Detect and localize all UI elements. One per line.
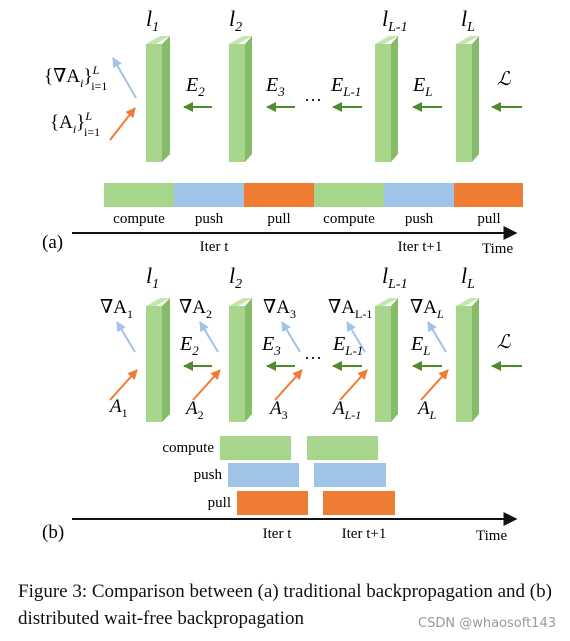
act-arrow-L-1 [339,369,368,401]
iter-label-a-t: Iter t [200,239,230,255]
grad-arrow [112,57,137,99]
act-label-3: A3 [268,398,288,422]
time-label-b: Time [476,528,507,544]
act-arrow-3 [274,369,303,401]
act-label-L: AL [416,398,437,422]
layer-box-L [456,36,479,162]
time-label-a: Time [482,241,513,257]
layer-label-L: lL [461,6,475,35]
layer-label-2-b: l2 [229,263,242,292]
layer-label-1-b: l1 [146,263,159,292]
panel-label-a: (a) [42,232,63,253]
act-arrow-2 [192,369,221,401]
iter-label-b-t: Iter t [263,526,293,542]
grad-label-1: ∇A1 [100,297,133,321]
error-label-3: E3 [265,74,285,99]
ellipsis-b: ··· [304,348,322,368]
layer-box-1 [146,36,170,162]
schedule-pull-1 [237,491,308,515]
act-label-L-1: AL-1 [331,398,361,422]
segment-label-pull-2: pull [477,211,500,227]
loss-label-a: ℒ [497,69,512,90]
ellipsis-a: ··· [304,90,322,110]
layer-box-L-1 [375,36,398,162]
row-label-pull: pull [208,495,231,511]
grad-arrow-1 [116,321,136,353]
schedule-push-1 [228,463,299,487]
layer-label-L-b: lL [461,263,475,292]
timeline-a [104,183,523,207]
segment-push-1 [174,183,244,207]
row-label-push: push [194,467,223,483]
schedule-compute-2 [307,436,378,460]
panel-b: l1 l2 lL-1 lL ∇A1 ∇A2 ∇A3 [42,263,522,544]
segment-label-compute-1: compute [113,211,165,227]
segment-label-compute-2: compute [323,211,375,227]
error-label-2-b: E2 [179,333,199,358]
act-label-1: A1 [108,396,128,420]
segment-pull-2 [454,183,523,207]
grad-arrow-L [427,321,447,353]
layer-box-L-1-b [375,298,398,422]
error-label-L: EL [412,74,432,99]
figure-caption: Figure 3: Comparison between (a) traditi… [18,581,552,629]
panel-label-b: (b) [42,522,64,543]
act-arrow [109,107,136,141]
layer-label-2: l2 [229,6,242,35]
segment-label-push-1: push [195,211,224,227]
segment-label-push-2: push [405,211,434,227]
segment-compute-2 [314,183,384,207]
grad-arrow-L-1 [346,321,366,353]
layer-box-2 [229,36,252,162]
schedule-pull-2 [323,491,395,515]
error-label-3-b: E3 [261,333,281,358]
act-label-2: A2 [184,398,204,422]
grad-label-L: ∇AL [410,297,444,321]
layer-label-L-1: lL-1 [382,6,408,35]
error-label-L-1-b: EL-1 [332,333,363,358]
error-label-L-b: EL [410,333,430,358]
error-label-L-1: EL-1 [330,74,361,99]
grad-label-2: ∇A2 [179,297,212,321]
segment-pull-1 [244,183,314,207]
iter-label-a-t1: Iter t+1 [398,239,443,255]
layer-box-1-b [146,298,170,422]
layer-box-L-b [456,298,479,422]
schedule-push-2 [314,463,386,487]
layer-box-2-b [229,298,252,422]
schedule-compute-1 [220,436,291,460]
segment-push-2 [384,183,454,207]
grad-label-3: ∇A3 [263,297,296,321]
segment-compute-1 [104,183,174,207]
row-label-compute: compute [162,440,214,456]
loss-label-b: ℒ [497,332,512,353]
segment-label-pull-1: pull [267,211,290,227]
act-arrow-L [420,369,449,401]
iter-label-b-t1: Iter t+1 [342,526,387,542]
watermark: CSDN @whaosoft143 [418,616,556,631]
act-arrow-1 [109,369,138,401]
error-label-2: E2 [185,74,205,99]
grad-label-L-1: ∇AL-1 [328,297,372,321]
grad-arrow-2 [199,321,219,353]
grad-arrow-3 [281,321,301,353]
layer-label-L-1-b: lL-1 [382,263,408,292]
layer-label-1: l1 [146,6,159,35]
